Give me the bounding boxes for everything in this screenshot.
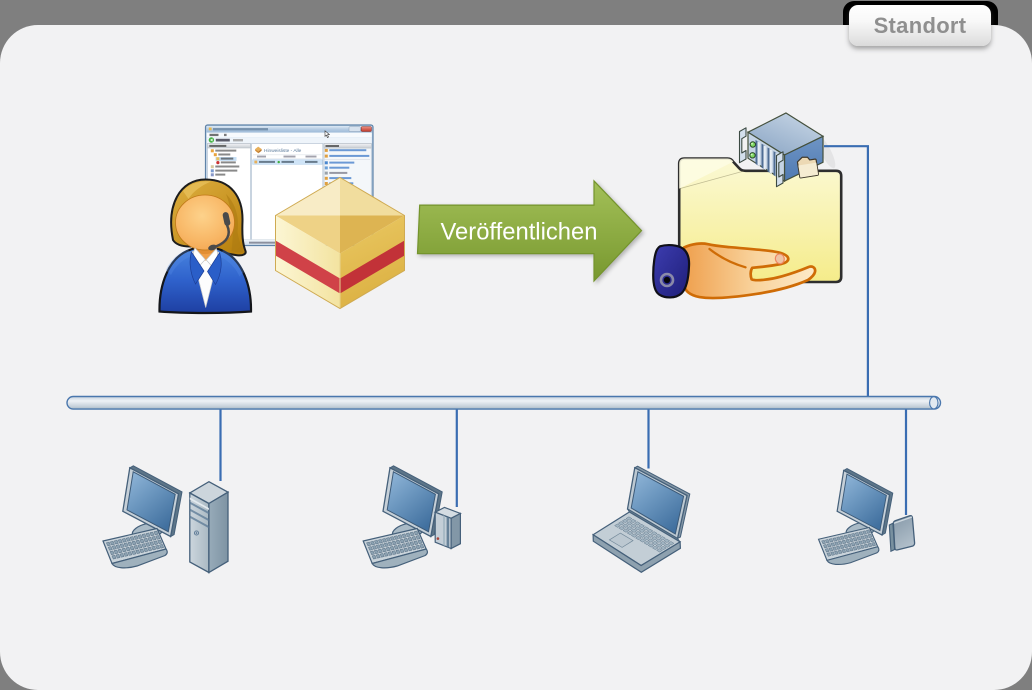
svg-text:Hinweisliste - Alle: Hinweisliste - Alle — [264, 148, 302, 154]
svg-text:Veröffentlichen: Veröffentlichen — [440, 219, 597, 246]
